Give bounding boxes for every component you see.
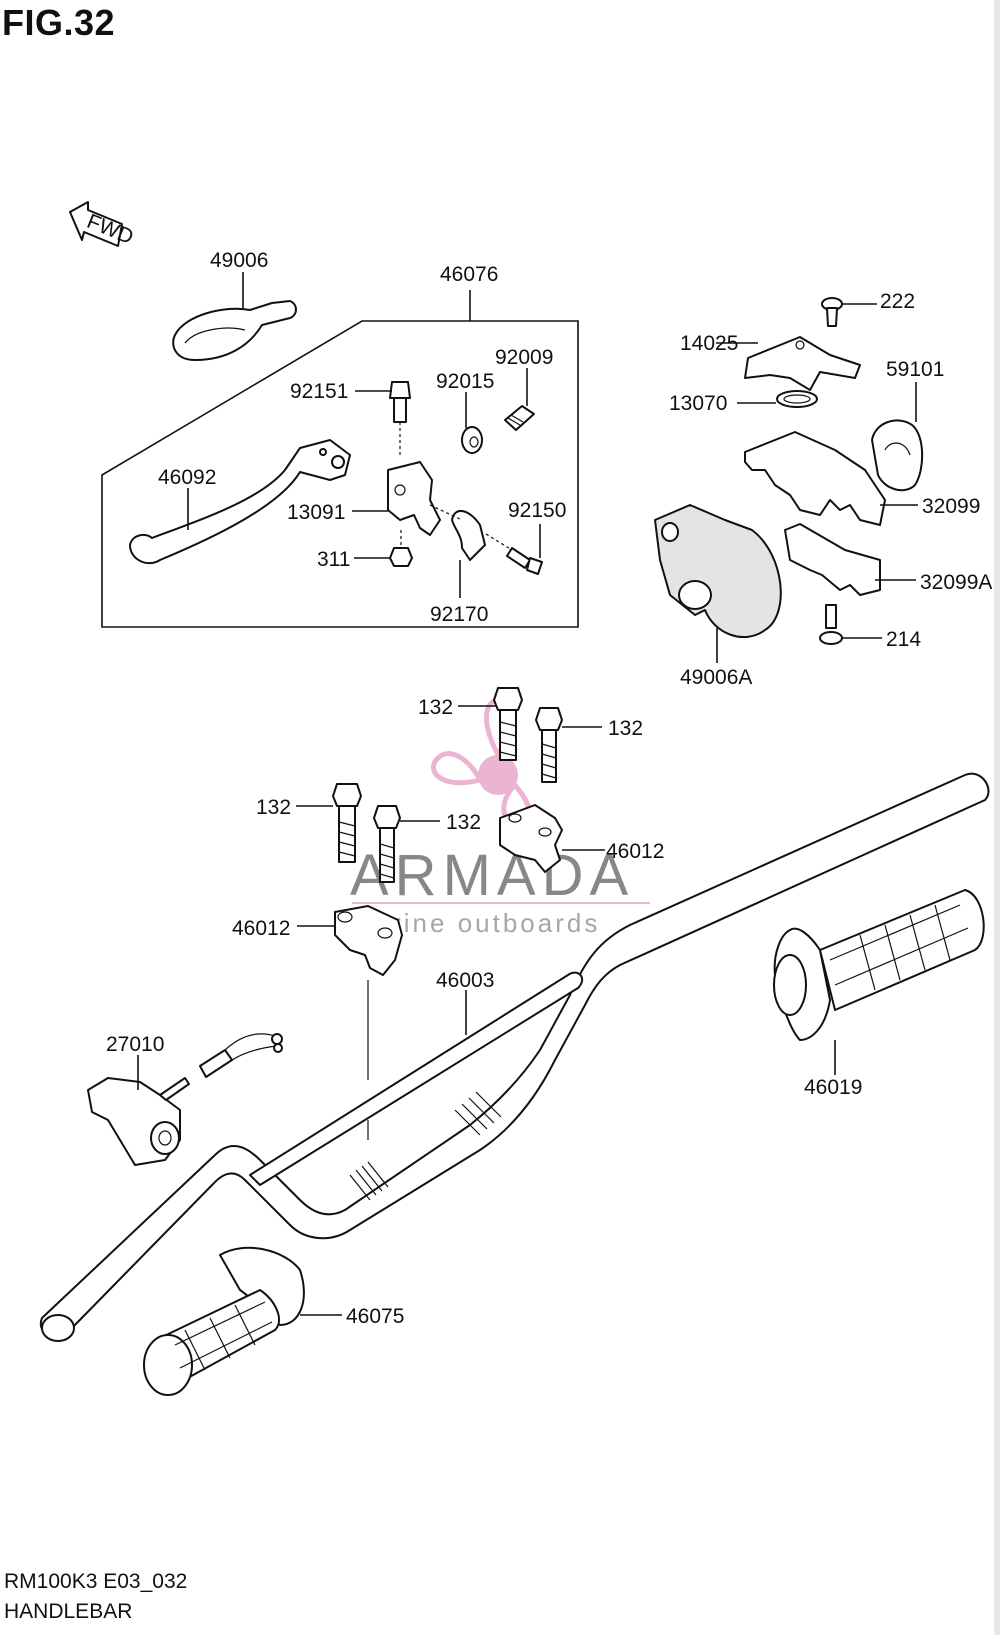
label-92170: 92170 — [430, 603, 488, 626]
watermark-brand: ARMADA — [350, 843, 634, 908]
adjuster-92009-part — [504, 368, 535, 431]
clip-13070-part — [737, 390, 818, 408]
label-13091: 13091 — [287, 501, 345, 524]
label-13070: 13070 — [669, 392, 727, 415]
label-311: 311 — [317, 548, 350, 571]
figure-code: RM100K3 E03_032 — [4, 1570, 188, 1593]
label-46075: 46075 — [346, 1305, 404, 1328]
bolt-132-b-part — [535, 707, 602, 783]
page-edge — [994, 0, 1000, 1635]
clamp-46012-upper-part — [499, 804, 605, 873]
label-32099: 32099 — [922, 495, 980, 518]
label-92009: 92009 — [495, 346, 553, 369]
pulley-59101-part — [871, 382, 924, 492]
lever-holder-13091-part — [352, 461, 441, 536]
clamp-92170-part — [429, 504, 486, 598]
label-132-c: 132 — [256, 796, 291, 819]
label-92015: 92015 — [436, 370, 494, 393]
figure-title: FIG.32 — [2, 2, 116, 43]
bolt-132-d-part — [373, 805, 440, 883]
switch-27010-part — [87, 1033, 283, 1166]
label-222: 222 — [880, 290, 915, 313]
label-49006: 49006 — [210, 249, 268, 272]
housing-32099A-part — [784, 523, 916, 596]
label-46092: 46092 — [158, 466, 216, 489]
label-132-a: 132 — [418, 696, 453, 719]
watermark-logo: ARMADA marine outboards — [350, 697, 650, 938]
housing-32099-part — [744, 431, 918, 526]
grip-46075-part — [143, 1246, 342, 1396]
label-214: 214 — [886, 628, 921, 651]
lever-assembly-frame — [101, 320, 579, 628]
grip-46019-part — [773, 889, 985, 1075]
throttle-housing-49006A-part — [654, 504, 782, 663]
label-46012-lower: 46012 — [232, 917, 290, 940]
label-92150: 92150 — [508, 499, 566, 522]
label-46003: 46003 — [436, 969, 494, 992]
brake-lever-part — [129, 439, 351, 565]
clamp-46012-lower-part — [297, 905, 403, 1140]
bolt-92151-part — [355, 381, 411, 458]
nut-311-part — [354, 530, 413, 567]
lever-cover-part — [172, 272, 297, 361]
label-132-d: 132 — [446, 811, 481, 834]
cover-14025-part — [716, 336, 861, 391]
bolt-92150-part — [485, 524, 543, 575]
label-32099A: 32099A — [920, 571, 992, 594]
label-46076: 46076 — [440, 263, 498, 286]
bolt-132-c-part — [296, 783, 362, 863]
label-46012-upper: 46012 — [606, 840, 664, 863]
nut-92015-part — [461, 392, 483, 454]
label-14025: 14025 — [680, 332, 738, 355]
screw-222-part — [821, 297, 877, 327]
label-132-b: 132 — [608, 717, 643, 740]
label-59101: 59101 — [886, 358, 944, 381]
fwd-arrow-icon: FWD — [69, 201, 137, 249]
label-49006A: 49006A — [680, 666, 752, 689]
label-46019: 46019 — [804, 1076, 862, 1099]
figure-name: HANDLEBAR — [4, 1600, 133, 1623]
bolt-132-a-part — [458, 687, 523, 761]
label-92151: 92151 — [290, 380, 348, 403]
handlebar-46003-part — [39, 772, 990, 1342]
screw-214-part — [819, 604, 882, 645]
label-27010: 27010 — [106, 1033, 164, 1056]
